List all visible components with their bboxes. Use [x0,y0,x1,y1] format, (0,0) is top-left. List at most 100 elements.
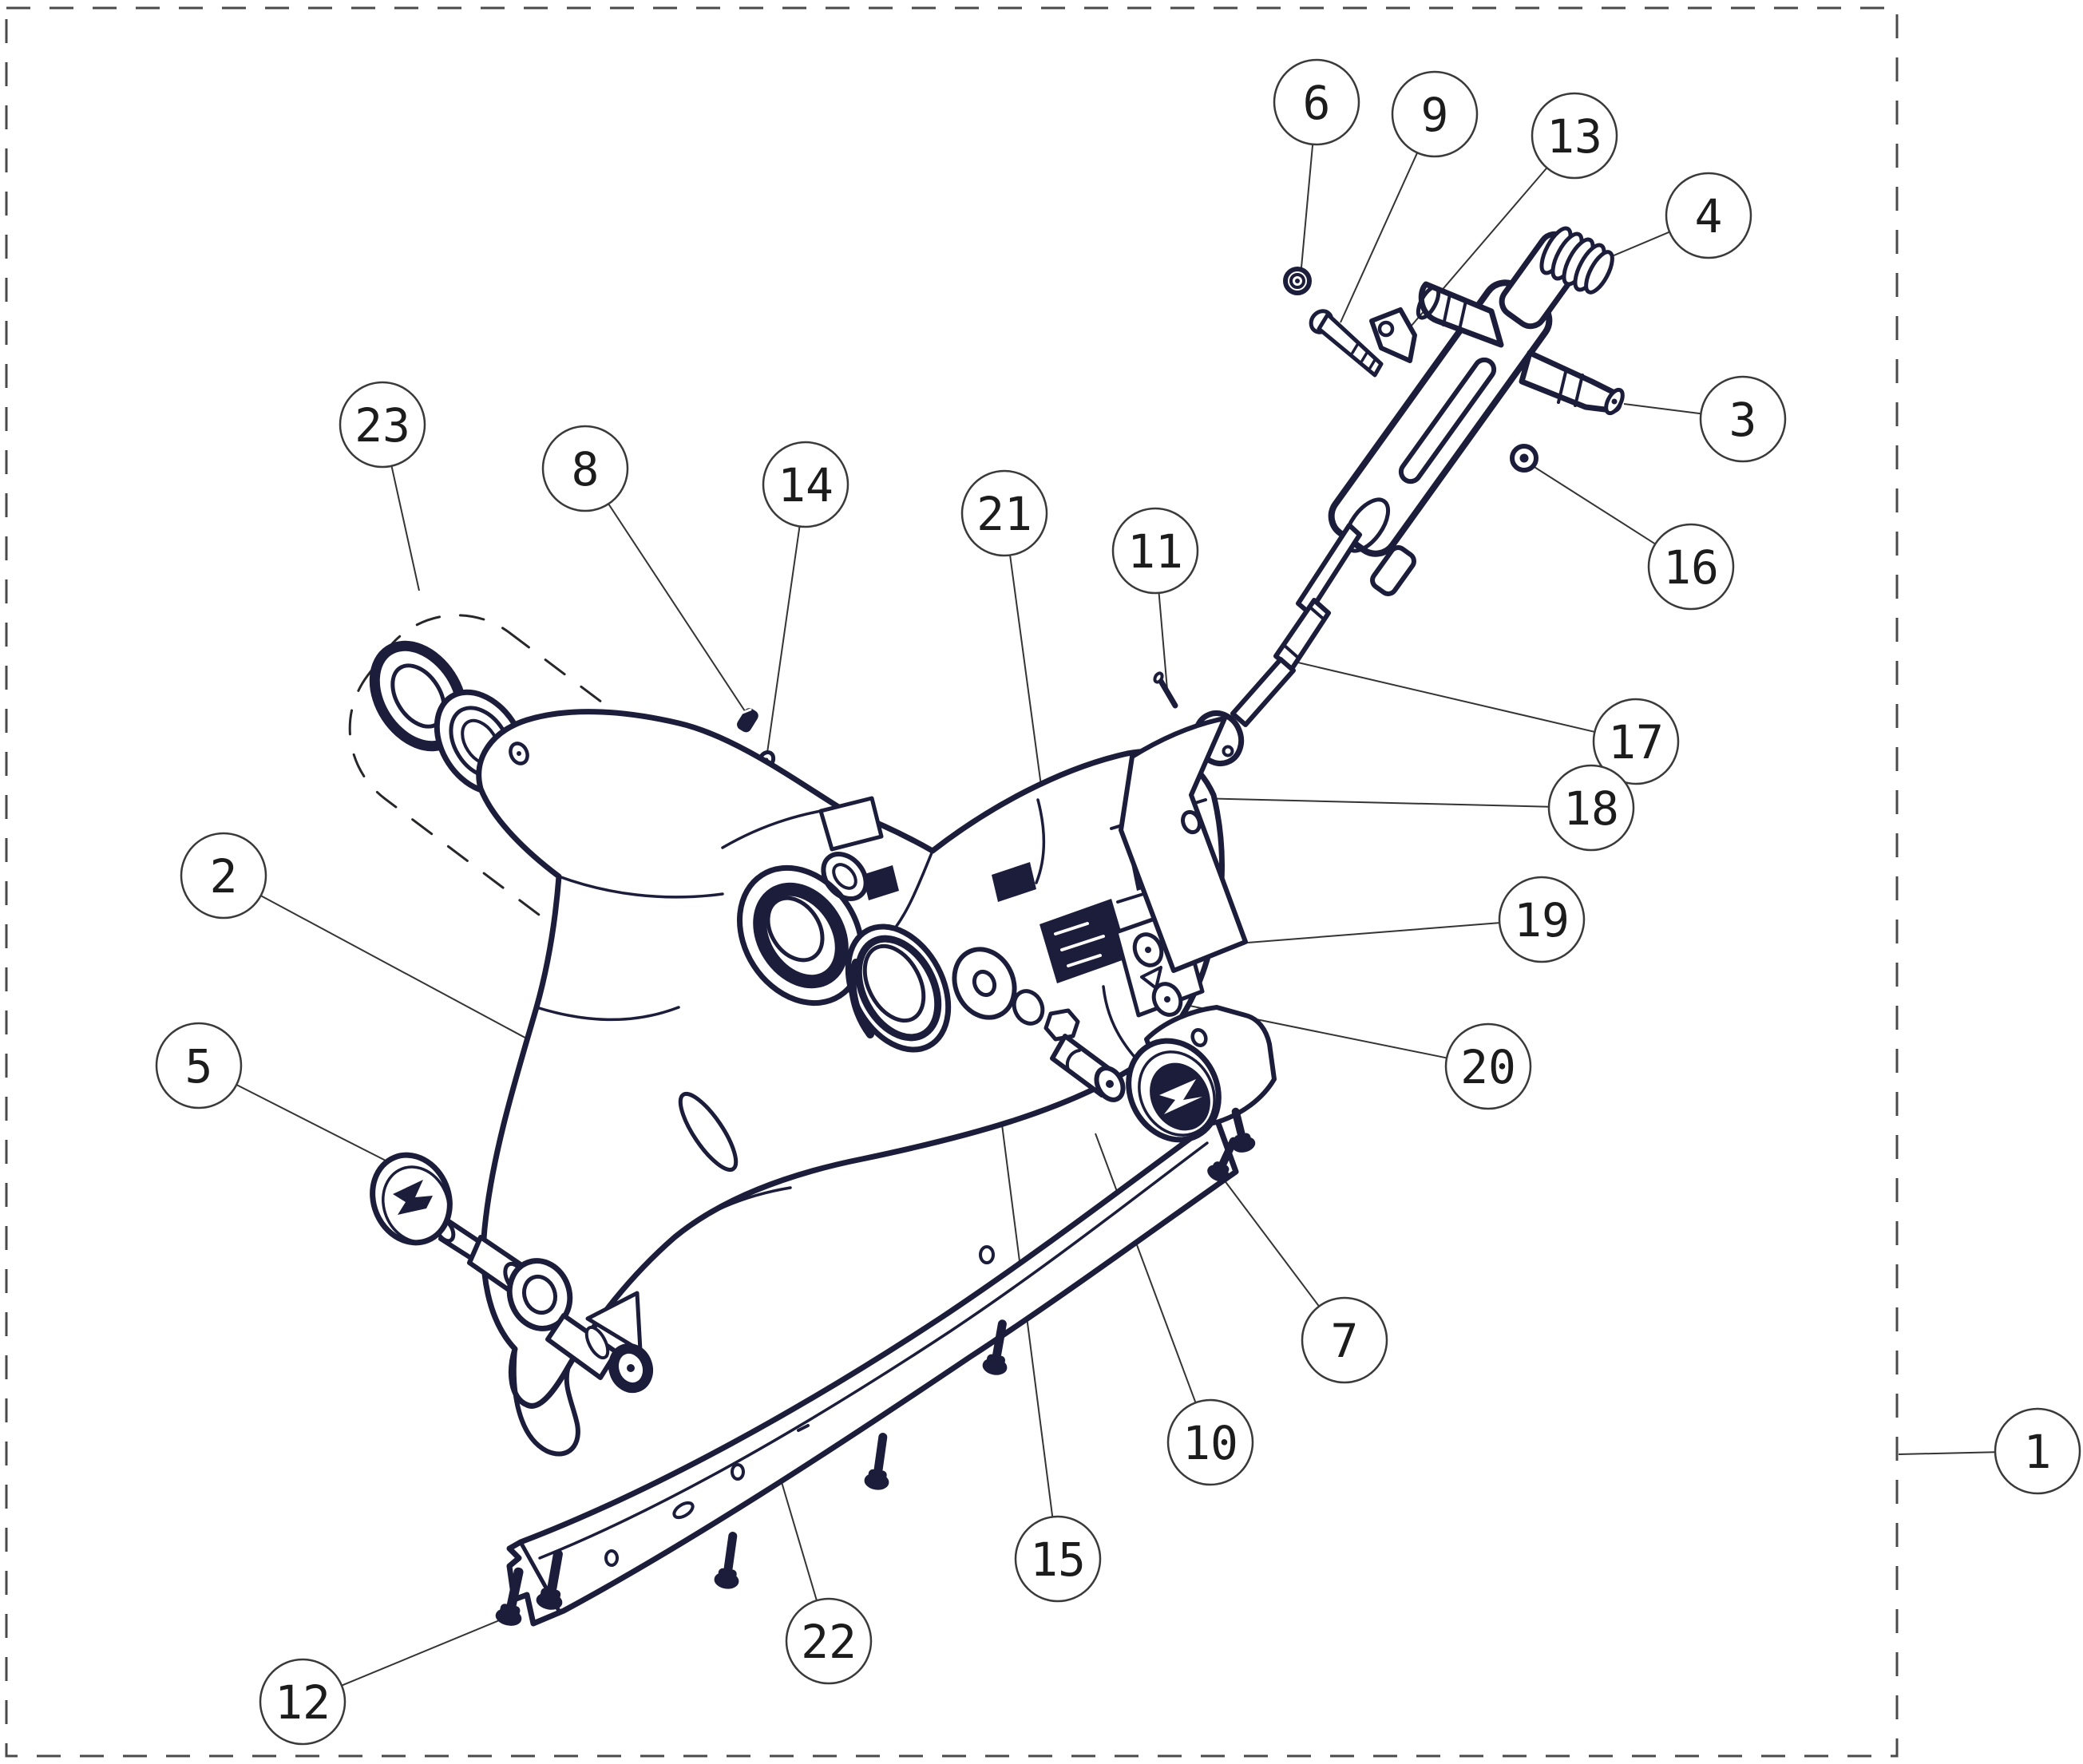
callout-circle-2 [180,832,267,920]
callout-number-23: 23 [354,398,410,453]
swingarm-casting [476,709,1248,1457]
mount-screws [495,1319,1008,1626]
small-pin [1153,671,1178,709]
callout-circle-21 [960,469,1048,557]
callout-20: 20 [1444,1022,1532,1110]
callout-circle-12 [259,1658,347,1746]
callout-number-18: 18 [1563,781,1619,836]
leader-line-5 [236,1084,390,1163]
callout-number-2: 2 [210,849,238,904]
callout-circle-19 [1498,876,1586,963]
callout-circle-7 [1301,1296,1388,1384]
callout-number-19: 19 [1514,893,1570,947]
grub-screw [737,708,758,733]
screw-icon [864,1433,889,1490]
leader-line-4 [1606,231,1670,259]
cap-logo [393,1180,433,1215]
callout-16: 16 [1647,523,1735,611]
hex-bolt [1012,989,1080,1042]
beam-slot [672,1501,695,1520]
leader-line-6 [1300,144,1314,277]
callout-circle-9 [1391,70,1479,158]
clevis-eye [506,1258,573,1331]
callout-2: 2 [180,832,267,920]
leader-line-11 [1158,592,1168,690]
disc-cap-assembly [1126,1005,1277,1182]
callout-number-14: 14 [778,458,834,512]
callout-circle-4 [1665,172,1752,259]
screw-icon [536,1549,563,1610]
callout-circle-22 [785,1597,873,1685]
leader-line-22 [777,1468,818,1601]
clamp-block [1369,307,1417,363]
callout-circle-20 [1444,1022,1532,1110]
callout-number-8: 8 [572,442,600,496]
part-beam [506,1116,1239,1627]
leader-line-8 [608,503,750,719]
axle-and-cap-group [370,1152,654,1394]
callout-8: 8 [541,425,629,512]
callout-3: 3 [1699,375,1787,463]
callout-circle-10 [1166,1398,1254,1486]
callout-10: 10 [1166,1398,1254,1486]
leader-line-13 [1396,167,1548,344]
beam-hole [604,1549,619,1567]
dashed-border [5,6,1899,1758]
callout-4: 4 [1665,172,1752,259]
callout-number-5: 5 [185,1039,213,1094]
leader-line-12 [341,1616,508,1687]
leader-line-3 [1623,403,1701,415]
leader-line-14 [766,526,801,759]
callout-15: 15 [1014,1515,1102,1603]
callout-circle-14 [762,441,849,528]
lock-nut [1283,267,1312,295]
main-bearing-bore [845,924,952,1053]
callout-number-11: 11 [1127,524,1183,579]
callout-circle-15 [1014,1515,1102,1603]
callout-number-1: 1 [2024,1425,2052,1479]
callout-number-21: 21 [976,487,1032,541]
leader-line-9 [1340,152,1419,323]
callout-22: 22 [785,1597,873,1685]
callout-circle-6 [1273,58,1360,146]
pivot-socket [737,864,865,1007]
screw-icon [982,1319,1008,1375]
cap-screws [1207,1107,1256,1182]
callout-23: 23 [339,381,426,469]
callout-circle-23 [339,381,426,469]
callout-circle-16 [1647,523,1735,611]
leader-line-23 [390,465,420,591]
shock-body [1328,231,1586,596]
beam-hole [731,1463,745,1481]
beam-hole [979,1245,995,1264]
callout-11: 11 [1111,507,1199,595]
leader-line-1 [1898,1451,1996,1455]
shock-absorber-group [1153,226,1625,766]
callout-number-22: 22 [801,1615,857,1669]
callout-21: 21 [960,469,1048,557]
leader-line-18 [1194,797,1550,808]
callout-circle-11 [1111,507,1199,595]
callout-number-13: 13 [1546,109,1602,164]
cap-logo [1159,1079,1202,1114]
callout-number-16: 16 [1663,540,1719,595]
leader-line-17 [1277,657,1595,733]
leader-line-16 [1530,464,1656,545]
axle-cap [370,1152,453,1246]
parts-artwork [348,226,1625,1627]
callout-circle-3 [1699,375,1787,463]
bushing-cone-left [1416,281,1504,348]
callout-number-17: 17 [1608,715,1664,769]
callout-12: 12 [259,1658,347,1746]
leader-line-10 [1095,1133,1197,1403]
callout-17: 17 [1592,698,1680,785]
axle-stub [1050,1034,1126,1102]
callout-number-3: 3 [1729,393,1757,447]
callout-circle-13 [1531,92,1618,180]
screw-icon [714,1532,739,1589]
disc-cap [1126,1038,1222,1143]
callout-circle-5 [155,1022,243,1109]
